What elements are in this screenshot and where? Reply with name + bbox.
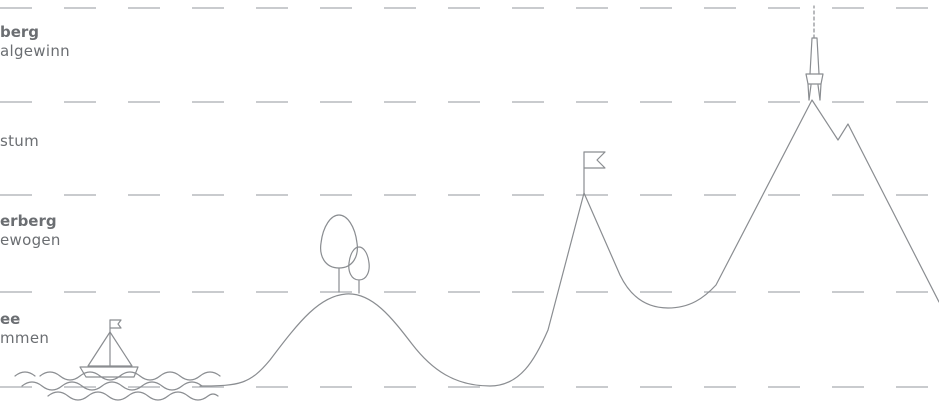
- tower-icon: [806, 6, 823, 100]
- tier-subtitle: ewogen: [0, 230, 61, 250]
- sailboat-icon: [80, 320, 138, 377]
- dashed-level-lines: [0, 8, 939, 387]
- terrain-line: [200, 100, 939, 386]
- tier-label-4: ee mmen: [0, 310, 49, 348]
- tier-subtitle: mmen: [0, 328, 49, 348]
- tier-title: berg: [0, 23, 70, 41]
- tier-subtitle: algewinn: [0, 41, 70, 61]
- tier-subtitle: stum: [0, 131, 39, 151]
- tier-title: erberg: [0, 212, 61, 230]
- tier-title: ee: [0, 310, 49, 328]
- tier-label-2: stum: [0, 131, 39, 151]
- tier-label-3: erberg ewogen: [0, 212, 61, 250]
- waves-icon: [15, 372, 220, 400]
- trees-icon: [321, 215, 370, 293]
- flag-icon: [584, 152, 605, 193]
- tier-label-1: berg algewinn: [0, 23, 70, 61]
